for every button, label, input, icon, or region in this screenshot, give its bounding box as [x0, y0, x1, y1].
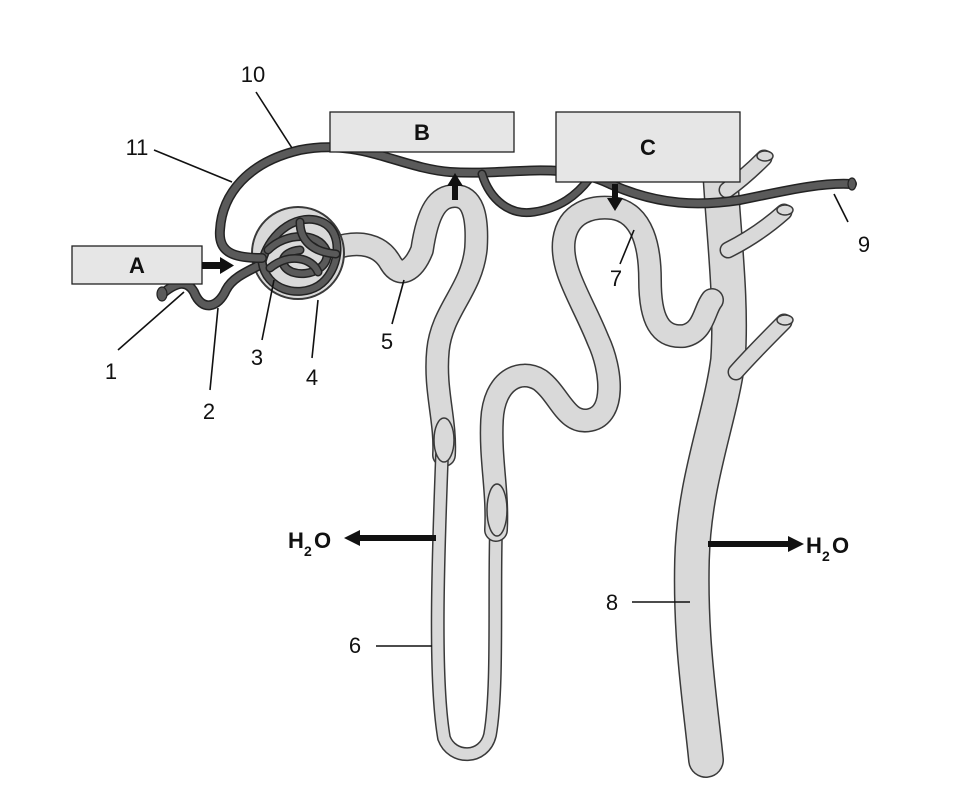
label-10: 10: [241, 62, 265, 87]
svg-text:2: 2: [822, 548, 830, 564]
collecting-duct: [673, 149, 794, 778]
box-b: B: [329, 111, 515, 153]
leader-lines: [117, 91, 849, 647]
label-6: 6: [349, 633, 361, 658]
label-3: 3: [251, 345, 263, 370]
svg-text:O: O: [832, 533, 849, 558]
label-2: 2: [203, 399, 215, 424]
box-a-label: A: [129, 253, 145, 278]
number-labels: 1 2 3 4 5 6 7 8 9 10 11: [105, 62, 870, 658]
arrow-water-left: [344, 530, 436, 546]
svg-text:H: H: [806, 533, 822, 558]
label-11: 11: [126, 135, 149, 160]
svg-text:H: H: [288, 528, 304, 553]
label-1: 1: [105, 359, 117, 384]
h2o-right: H 2 O: [806, 533, 849, 564]
svg-text:2: 2: [304, 543, 312, 559]
box-c: C: [555, 111, 741, 183]
arrow-up-reabsorption: [447, 173, 463, 200]
label-9: 9: [858, 232, 870, 257]
label-8: 8: [606, 590, 618, 615]
blood-vessels: [156, 142, 857, 311]
box-c-label: C: [640, 135, 656, 160]
box-b-label: B: [414, 120, 430, 145]
renal-tubule: [323, 184, 724, 762]
arrow-water-right: [708, 536, 804, 552]
h2o-left: H 2 O: [288, 528, 331, 559]
label-5: 5: [381, 329, 393, 354]
box-a: A: [71, 245, 203, 285]
label-7: 7: [610, 266, 622, 291]
arrow-down-secretion: [607, 184, 623, 211]
svg-text:O: O: [314, 528, 331, 553]
arrow-a-to-glomerulus: [202, 257, 234, 274]
label-4: 4: [306, 365, 318, 390]
